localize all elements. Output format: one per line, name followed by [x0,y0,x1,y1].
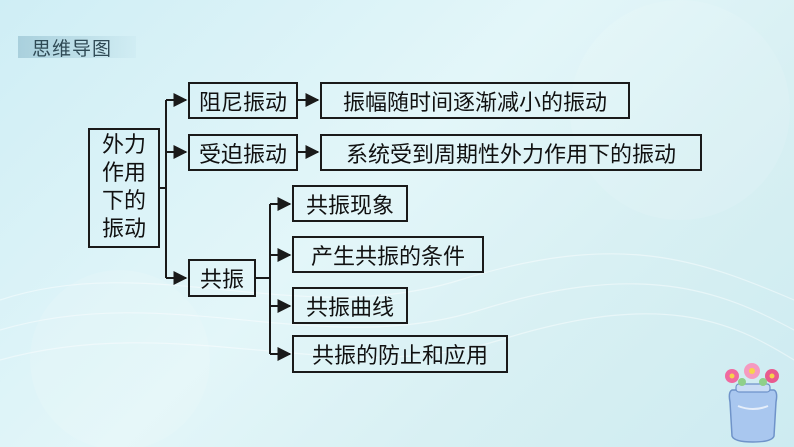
page-title: 思维导图 [32,38,113,60]
resonance-item-curve: 共振曲线 [292,287,408,324]
forced-desc-node: 系统受到周期性外力作用下的振动 [320,134,702,171]
root-line-1: 外力 [101,133,146,158]
damped-node: 阻尼振动 [188,82,298,119]
root-line-3: 下的 [101,189,146,214]
root-line-2: 作用 [101,161,146,186]
resonance-item-conditions: 产生共振的条件 [292,236,484,273]
resonance-node: 共振 [188,259,256,297]
root-node: 外力 作用 下的 振动 [88,128,160,248]
header-highlight-bar [18,36,136,58]
resonance-item-phenomenon: 共振现象 [292,185,408,222]
damped-desc-node: 振幅随时间逐渐减小的振动 [320,82,630,119]
resonance-item-prevention: 共振的防止和应用 [292,335,508,373]
root-line-4: 振动 [101,217,146,242]
forced-node: 受迫振动 [188,134,298,171]
flower-jar-icon [725,363,779,443]
